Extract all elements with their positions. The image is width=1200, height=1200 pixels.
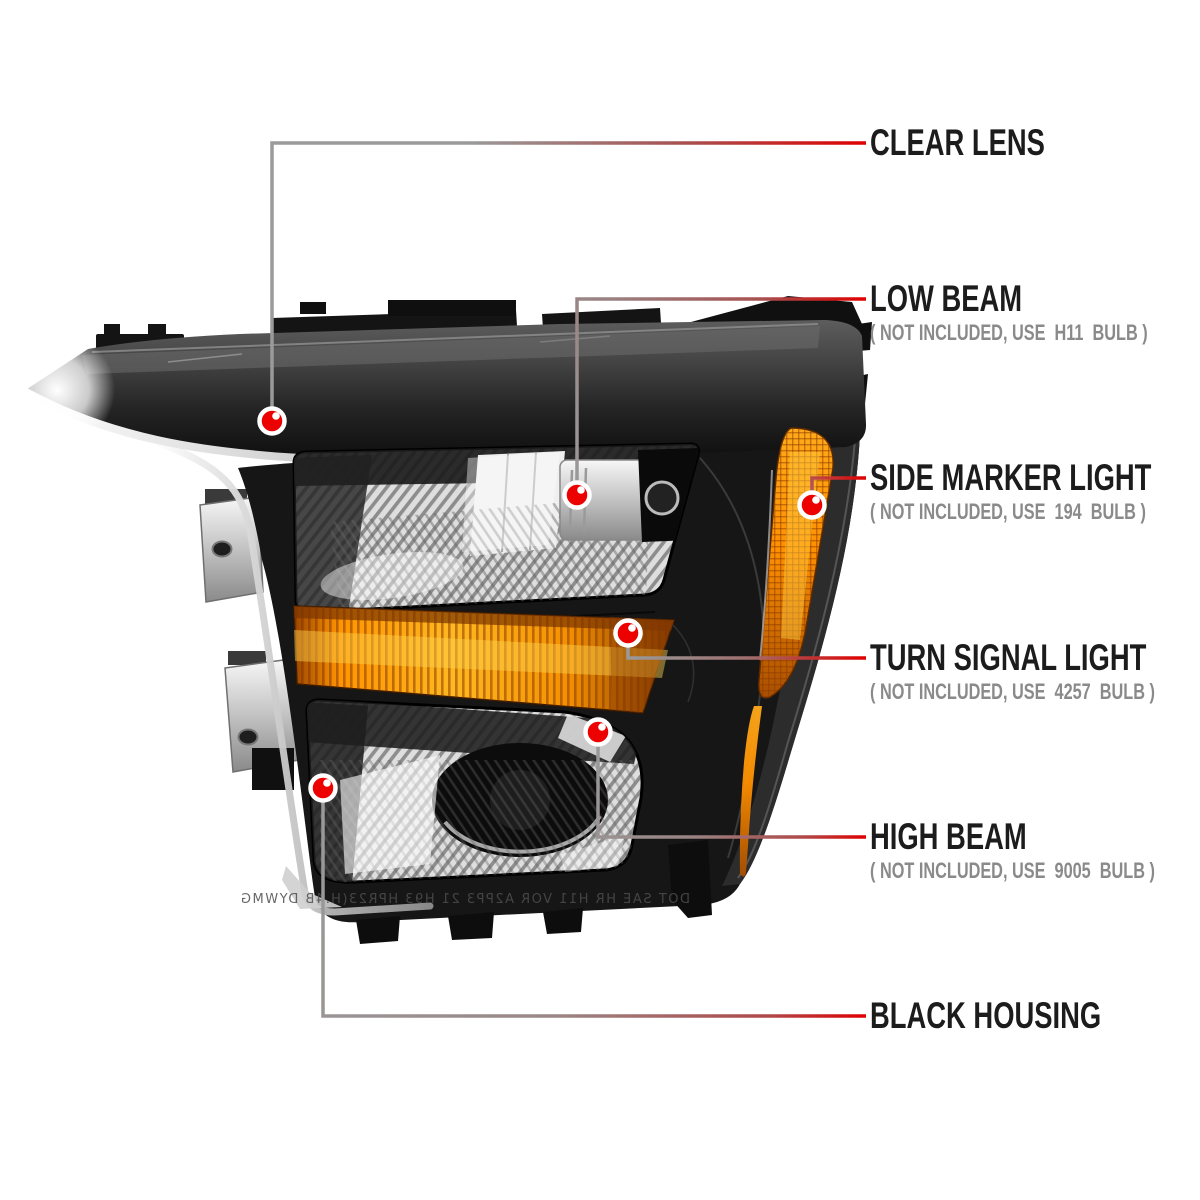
callout-title: HIGH BEAM xyxy=(870,816,1027,857)
callout-clear-lens: CLEAR LENS xyxy=(870,124,1196,162)
marker-dot-high-beam xyxy=(583,717,613,747)
callout-title: CLEAR LENS xyxy=(870,122,1045,163)
callout-line-black-housing xyxy=(321,788,866,1018)
callout-title: TURN SIGNAL LIGHT xyxy=(870,637,1147,678)
callout-lines xyxy=(270,141,866,1018)
marker-dot-clear-lens xyxy=(257,406,287,436)
callout-note: ( NOT INCLUDED, USE 9005 BULB ) xyxy=(870,858,1155,883)
callout-note: ( NOT INCLUDED, USE 194 BULB ) xyxy=(870,499,1146,524)
marker-dot-low-beam xyxy=(562,480,592,510)
marker-dot-turn-signal xyxy=(613,618,643,648)
callout-line-low-beam xyxy=(575,297,866,495)
callout-low-beam: LOW BEAM ( NOT INCLUDED, USE H11 BULB ) xyxy=(870,280,1196,345)
callout-dots xyxy=(257,406,827,803)
callout-high-beam: HIGH BEAM ( NOT INCLUDED, USE 9005 BULB … xyxy=(870,818,1196,883)
callout-line-clear-lens xyxy=(270,141,866,421)
callout-note: ( NOT INCLUDED, USE H11 BULB ) xyxy=(870,320,1148,345)
callout-black-housing: BLACK HOUSING xyxy=(870,997,1196,1035)
low-beam-chamber xyxy=(292,442,700,631)
callout-line-high-beam xyxy=(596,732,866,839)
turn-signal-strip xyxy=(293,605,676,714)
marker-dot-black-housing xyxy=(308,773,338,803)
callout-note: ( NOT INCLUDED, USE 4257 BULB ) xyxy=(870,679,1155,704)
lens-stamp-text: DOT SAE HR H11 VOR A2PP3 21 H93 HPR23(H.… xyxy=(239,892,690,907)
callout-title: LOW BEAM xyxy=(870,278,1023,319)
marker-dot-side-marker xyxy=(797,490,827,520)
high-beam-chamber: DOT SAE HR H11 VOR A2PP3 21 H93 HPR23(H.… xyxy=(239,698,690,907)
callout-side-marker-light: SIDE MARKER LIGHT ( NOT INCLUDED, USE 19… xyxy=(870,459,1196,524)
callout-title: BLACK HOUSING xyxy=(870,995,1102,1036)
callout-title: SIDE MARKER LIGHT xyxy=(870,457,1152,498)
callout-turn-signal-light: TURN SIGNAL LIGHT ( NOT INCLUDED, USE 42… xyxy=(870,639,1196,704)
